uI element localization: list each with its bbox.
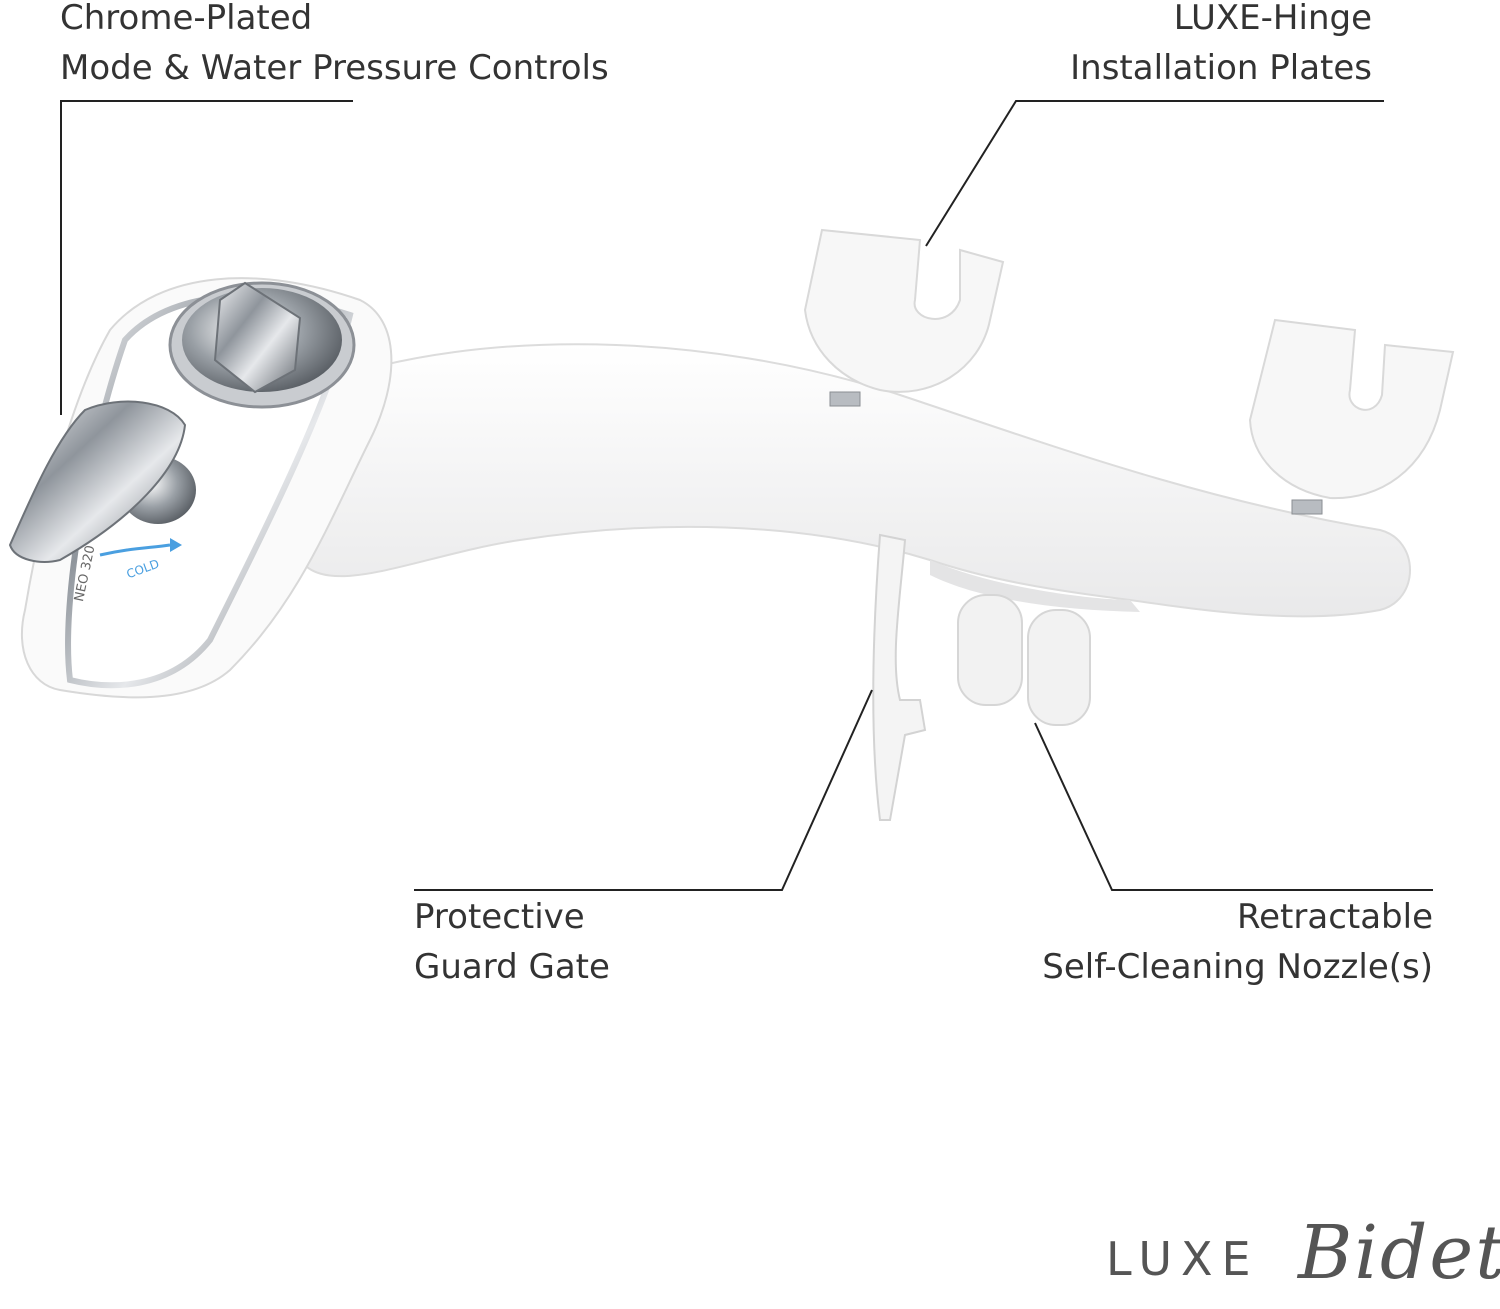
logo-word-bidet: Bidet: [1298, 1210, 1500, 1296]
logo-word-luxe: LUXE: [1106, 1232, 1260, 1286]
bidet-body: [298, 343, 1411, 618]
callout-controls: Chrome-Plated Mode & Water Pressure Cont…: [60, 0, 609, 93]
pressure-lever: [8, 400, 196, 563]
cold-arrow-head-icon: [170, 538, 182, 552]
hinge-plate-right: [1248, 318, 1455, 515]
callout-nozzle-line1: Retractable: [1237, 897, 1433, 937]
cold-arrow: [99, 543, 171, 557]
callout-hinge: LUXE-Hinge Installation Plates: [1070, 0, 1372, 93]
callout-hinge-line2: Installation Plates: [1070, 48, 1372, 88]
callout-nozzle-line2: Self-Cleaning Nozzle(s): [1042, 947, 1433, 987]
callout-controls-line2: Mode & Water Pressure Controls: [60, 48, 609, 88]
mode-dial: [168, 281, 356, 409]
callout-lines: [60, 100, 1433, 891]
callout-nozzle: Retractable Self-Cleaning Nozzle(s): [1042, 892, 1433, 992]
callout-guard-line1: Protective: [414, 897, 585, 937]
callout-guard-line2: Guard Gate: [414, 947, 610, 987]
callout-guard: Protective Guard Gate: [414, 892, 610, 992]
callout-controls-line1: Chrome-Plated: [60, 0, 313, 38]
hinge-plate-left: [803, 228, 1005, 407]
guard-gate: [872, 533, 927, 821]
nozzles: [957, 594, 1091, 726]
callout-hinge-line1: LUXE-Hinge: [1173, 0, 1372, 38]
